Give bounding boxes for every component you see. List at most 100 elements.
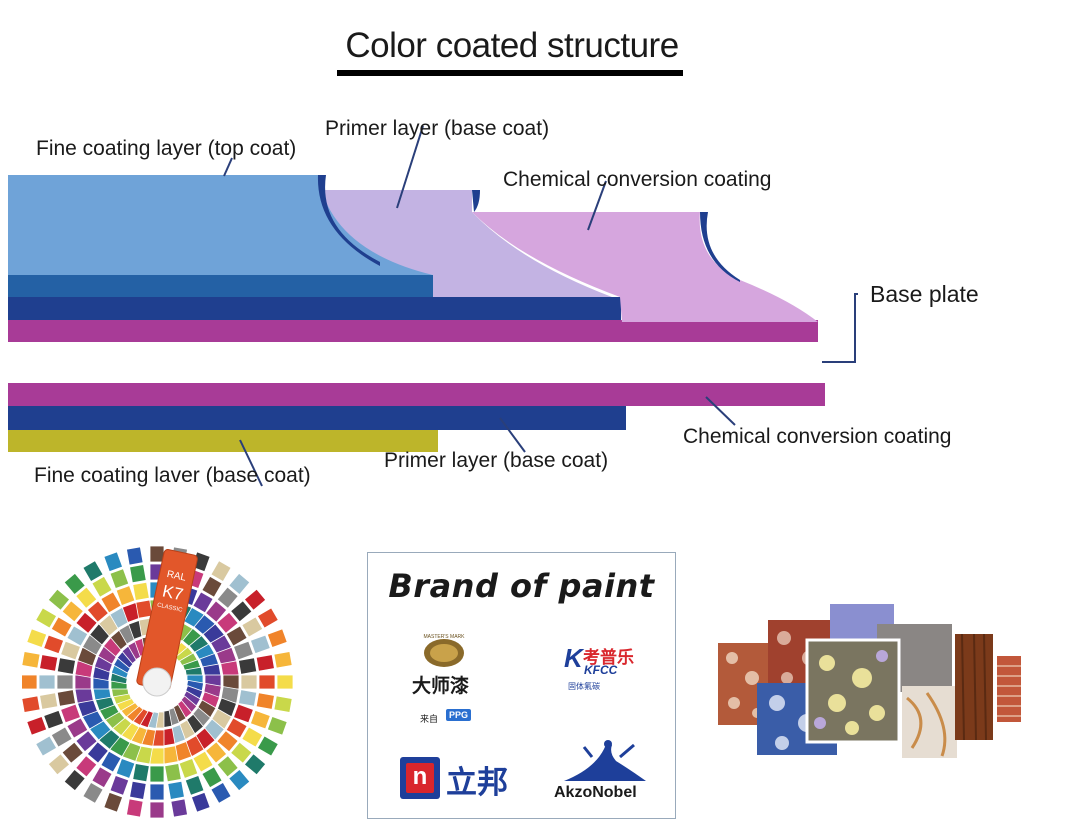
leader-primer-bottom	[499, 417, 526, 453]
page-title: Color coated structure	[345, 26, 679, 65]
fan-swatch	[91, 575, 113, 598]
label-primer-top: Primer layer (base coat)	[325, 117, 550, 140]
fan-swatch	[266, 628, 288, 649]
fan-swatch	[149, 801, 165, 819]
fan-swatch	[178, 758, 199, 779]
leader-chem-top	[587, 180, 607, 231]
fan-swatch	[103, 791, 124, 813]
fan-swatch	[66, 717, 89, 739]
fan-swatch	[216, 755, 239, 778]
fan-swatch	[216, 586, 239, 609]
fan-swatch	[75, 611, 98, 634]
fan-swatch	[132, 763, 150, 783]
fan-swatch	[115, 585, 136, 606]
label-base-coat: Fine coating laver (base coat)	[34, 464, 311, 487]
nippon-logo-icon: n	[400, 757, 440, 799]
fan-swatch	[66, 625, 89, 647]
leader-primer-top	[396, 125, 424, 209]
label-primer-bottom: Primer layer (base coat)	[384, 449, 609, 472]
brand-dashi: 大师漆	[412, 675, 470, 697]
fan-swatch	[126, 546, 144, 566]
fan-swatch	[39, 692, 59, 710]
fan-swatch	[109, 568, 130, 590]
fan-swatch	[43, 634, 65, 655]
fan-swatch	[86, 600, 109, 623]
fan-swatch	[210, 560, 232, 583]
fan-swatch	[35, 607, 58, 629]
masters-mark-text: MASTER'S MARK	[424, 634, 466, 640]
fan-swatch	[82, 560, 104, 583]
fan-swatch	[230, 600, 253, 623]
fan-swatch	[75, 755, 98, 778]
fan-swatch	[225, 717, 248, 739]
lower-dark-blue-layer	[8, 406, 626, 430]
leader-base-plate	[822, 293, 858, 363]
fan-swatch	[75, 586, 98, 609]
fan-swatch	[201, 575, 223, 598]
fan-swatch	[103, 551, 124, 573]
fan-swatch	[243, 753, 267, 776]
fan-swatch	[228, 768, 251, 792]
masters-mark-logo-icon: MASTER'S MARK	[424, 634, 466, 667]
fan-swatch	[241, 616, 264, 638]
fan-swatch	[50, 726, 73, 748]
fan-swatch	[170, 798, 188, 818]
brand-panel: Brand of paint MASTER'S MARK 大师漆 来自 PPG …	[367, 552, 676, 819]
fan-swatch	[255, 654, 275, 672]
lower-yellow-layer	[8, 430, 438, 452]
fan-swatch	[22, 695, 41, 713]
brand-kfcc: KFCC	[584, 663, 618, 677]
fan-swatch	[56, 657, 76, 675]
label-base-plate: Base plate	[870, 281, 979, 307]
fan-swatch	[82, 781, 104, 804]
fan-swatch	[184, 774, 205, 796]
fan-k7-text: K7	[161, 581, 185, 604]
fan-swatch	[126, 798, 144, 818]
leader-chem-bottom	[705, 396, 736, 426]
akzonobel-logo-icon	[564, 740, 646, 781]
fan-swatch	[228, 572, 251, 596]
fan-swatch	[205, 741, 228, 764]
fan-swatch	[190, 791, 211, 813]
fan-swatch	[233, 640, 254, 661]
brand-nippon: 立邦	[446, 765, 508, 801]
fan-swatch	[240, 674, 258, 690]
fan-swatch	[22, 674, 38, 690]
upper-dark-blue-layer	[8, 297, 621, 320]
fan-swatch	[249, 634, 271, 655]
fan-swatch	[233, 703, 254, 724]
fan-swatch	[115, 758, 136, 779]
fan-swatch	[266, 715, 288, 736]
label-top-coat: Fine coating layer (top coat)	[36, 137, 297, 160]
fan-swatch	[132, 581, 150, 601]
fan-swatch	[225, 625, 248, 647]
fan-swatch	[100, 750, 122, 773]
fan-swatch	[50, 616, 73, 638]
fan-swatch	[258, 674, 276, 690]
fan-swatch	[63, 572, 86, 596]
fan-swatch	[26, 715, 48, 736]
fan-swatch	[276, 674, 294, 690]
upper-magenta-layer	[8, 320, 818, 342]
fan-swatch	[216, 611, 239, 634]
fan-swatch	[238, 657, 258, 675]
fan-swatch	[61, 600, 84, 623]
fan-swatch	[149, 545, 165, 563]
fan-swatch	[249, 709, 271, 730]
fan-swatch	[243, 588, 267, 611]
brand-akzonobel: AkzoNobel	[554, 784, 637, 801]
fan-swatch	[26, 628, 48, 649]
fan-swatch	[201, 766, 223, 789]
fan-swatch	[47, 588, 71, 611]
ral-color-fan-image: RAL K7 CLASSIC	[22, 545, 294, 819]
fan-swatch	[149, 765, 165, 783]
brand-from-ppg-prefix: 来自	[420, 715, 439, 725]
fan-swatch	[256, 735, 279, 757]
fan-swatch	[210, 781, 232, 804]
fan-swatch	[129, 564, 147, 584]
fan-swatch	[241, 726, 264, 748]
fan-swatch	[129, 780, 147, 800]
fan-swatch	[75, 730, 98, 753]
fan-swatch	[167, 780, 185, 800]
fan-classic-text: CLASSIC	[156, 603, 183, 614]
